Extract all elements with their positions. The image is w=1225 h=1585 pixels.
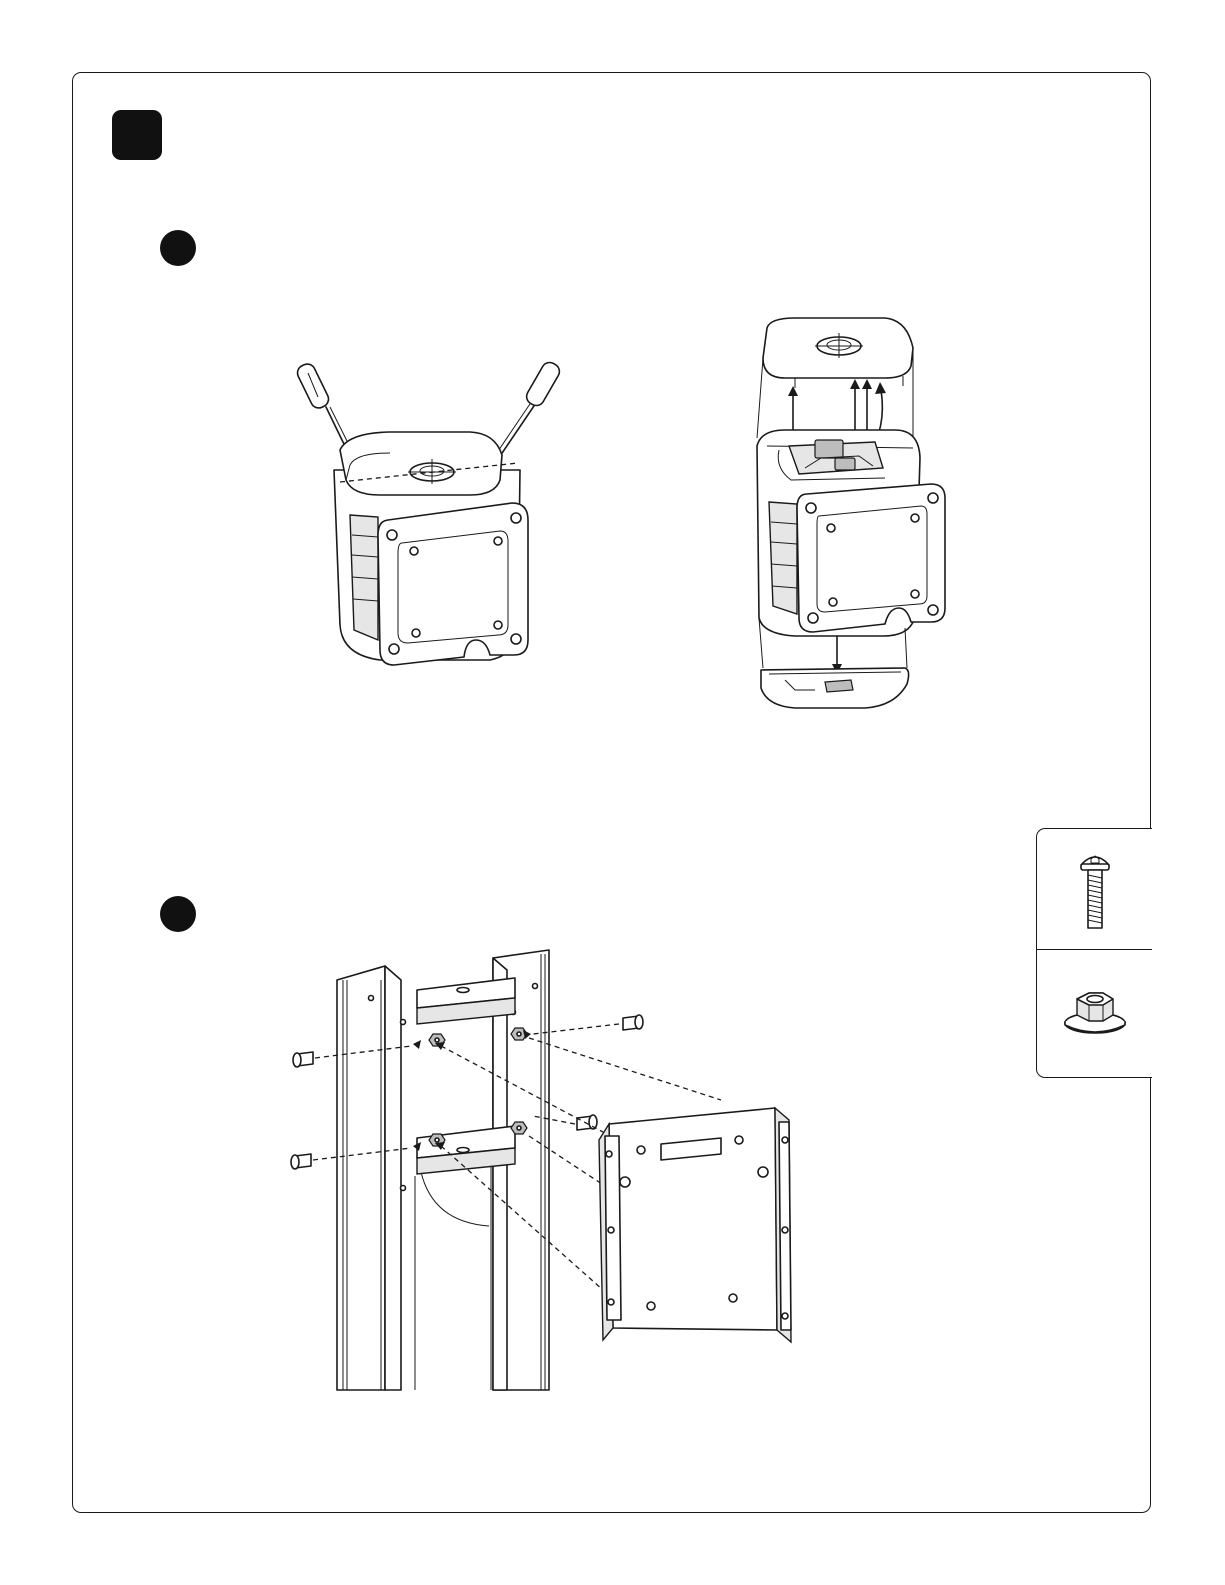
- button-head-bolt-icon: [1061, 851, 1129, 931]
- bottom-cover-icon: [761, 668, 909, 708]
- cover-removal-icon: [755, 318, 965, 713]
- speaker-fins-icon: [350, 515, 378, 640]
- hardware-divider: [1037, 949, 1152, 950]
- mounting-bracket-icon: [285, 950, 810, 1398]
- screwdriver-pry-icon: [290, 355, 560, 680]
- substep-marker-1: [160, 230, 196, 266]
- top-cover-icon: [763, 318, 913, 388]
- hardware-panel: [1036, 828, 1152, 1078]
- right-screwdriver-icon: [490, 360, 562, 465]
- left-rail-icon: [337, 966, 406, 1390]
- bracket-plate-icon: [599, 1108, 791, 1342]
- substep-marker-2: [160, 896, 196, 932]
- step-marker: [112, 110, 162, 160]
- flange-nut-icon: [1061, 977, 1129, 1047]
